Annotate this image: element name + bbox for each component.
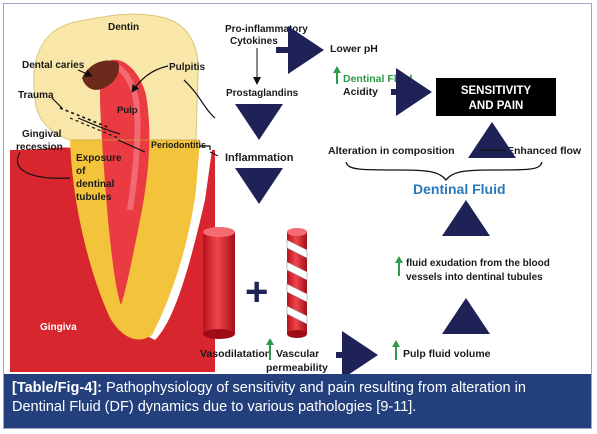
exposure-label-4: tubules	[76, 192, 112, 203]
vasodilatation-vessel	[203, 227, 235, 339]
navy-arrows	[235, 26, 516, 379]
vascular-label-1: Vascular	[276, 348, 319, 360]
sensitivity-box: SENSITIVITY AND PAIN	[436, 78, 556, 116]
flow-labels: Pro-inflammatory Cytokines Lower pH Dent…	[200, 24, 582, 374]
dentinal-fluid-acidity-2: Acidity	[343, 86, 378, 98]
dentinal-fluid-label: Dentinal Fluid	[413, 181, 506, 197]
caption-text: Pathophysiology of sensitivity and pain …	[12, 380, 526, 415]
dentin-label: Dentin	[108, 22, 139, 33]
gingiva-shape	[10, 147, 215, 372]
exposure-label-1: Exposure	[76, 153, 122, 164]
dental-caries-shape	[82, 60, 120, 90]
sensitivity-label-1: SENSITIVITY	[461, 85, 532, 97]
tooth-pointers	[16, 65, 216, 179]
pulp-label: Pulp	[117, 105, 138, 116]
dental-caries-label: Dental caries	[22, 60, 85, 71]
plus-sign: +	[245, 270, 268, 314]
gingival-label-1: Gingival	[22, 129, 62, 140]
cytokines-label-1: Pro-inflammatory	[225, 24, 308, 35]
pulp-fluid-volume-label: Pulp fluid volume	[403, 348, 491, 360]
enhanced-flow-label: Enhanced flow	[507, 145, 582, 157]
green-arrow-vascular	[266, 338, 274, 360]
dentinal-fluid-acidity-1: Dentinal Fluid	[343, 73, 412, 85]
pulpitis-label: Pulpitis	[169, 62, 206, 73]
alteration-label: Alteration in composition	[328, 145, 455, 157]
green-arrow-exudation	[395, 256, 403, 276]
inflammation-label: Inflammation	[225, 152, 294, 164]
tooth-illustration	[10, 13, 215, 372]
tooth-labels: Dentin Dental caries Pulpitis Trauma Pul…	[16, 22, 206, 333]
exposure-label-3: dentinal	[76, 179, 115, 190]
periodontitis-label: Periodontitis	[151, 140, 206, 150]
green-arrow-pulp-fluid	[392, 340, 400, 360]
vascular-permeability-vessel	[286, 228, 308, 338]
exudation-label-2: vessels into dentinal tubules	[406, 272, 543, 283]
thin-connectors	[209, 48, 261, 157]
cytokines-label-2: Cytokines	[230, 36, 278, 47]
exposure-label-2: of	[76, 166, 86, 177]
gingival-label-2: recession	[16, 142, 63, 153]
gingiva-label: Gingiva	[40, 322, 77, 333]
lower-ph-label: Lower pH	[330, 43, 378, 55]
sensitivity-label-2: AND PAIN	[469, 100, 524, 112]
green-arrow-acidity	[333, 66, 341, 84]
exudation-label-1: fluid exudation from the blood	[406, 258, 550, 269]
curly-brace	[345, 161, 543, 182]
trauma-label: Trauma	[18, 90, 54, 101]
vasodilatation-label: Vasodilatation	[200, 348, 271, 360]
figure-caption: [Table/Fig-4]: Pathophysiology of sensit…	[4, 374, 591, 428]
prostaglandins-label: Prostaglandins	[226, 88, 299, 99]
caption-tag: [Table/Fig-4]:	[12, 380, 102, 396]
green-arrows	[266, 66, 403, 360]
vascular-label-2: permeability	[266, 362, 328, 374]
trauma-line	[59, 107, 111, 129]
